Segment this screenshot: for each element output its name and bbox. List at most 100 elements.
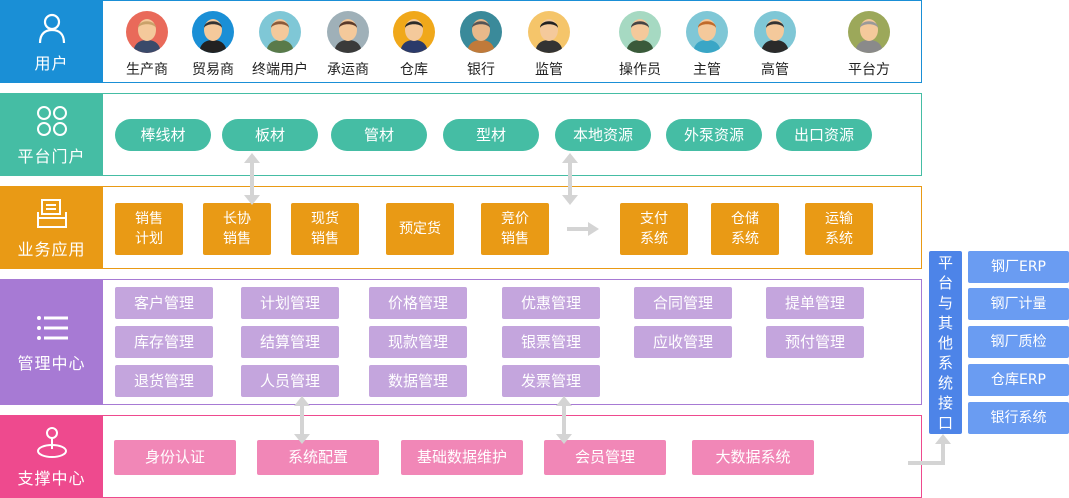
management-item[interactable]: 预付管理 (766, 326, 864, 358)
user-name: 操作员 (619, 62, 661, 78)
business-item[interactable]: 运输系统 (805, 203, 873, 255)
management-item[interactable]: 客户管理 (115, 287, 213, 319)
user-7[interactable]: 操作员 (602, 11, 678, 79)
user-10[interactable]: 平台方 (831, 11, 907, 79)
user-name: 仓库 (400, 62, 428, 78)
management-item[interactable]: 合同管理 (634, 287, 732, 319)
management-item[interactable]: 退货管理 (115, 365, 213, 397)
interface-item[interactable]: 钢厂ERP (968, 251, 1069, 283)
user-name: 高管 (761, 62, 789, 78)
interface-item[interactable]: 仓库ERP (968, 364, 1069, 396)
user-name: 承运商 (327, 62, 369, 78)
management-item[interactable]: 应收管理 (634, 326, 732, 358)
person-icon (266, 19, 294, 53)
list-icon (36, 316, 68, 340)
business-item-line: 仓储 (731, 211, 759, 227)
users-row-label: 用户 (0, 1, 103, 82)
support-item[interactable]: 系统配置 (257, 440, 379, 475)
management-item[interactable]: 计划管理 (241, 287, 339, 319)
person-icon (199, 19, 227, 53)
grid-icon (36, 105, 67, 136)
support-item[interactable]: 大数据系统 (692, 440, 814, 475)
support-row-label: 支撑中心 (0, 416, 103, 497)
interface-item[interactable]: 钢厂计量 (968, 288, 1069, 320)
user-6[interactable]: 监管 (511, 11, 587, 79)
users-label: 用户 (34, 53, 69, 73)
management-item[interactable]: 结算管理 (241, 326, 339, 358)
business-item[interactable]: 支付系统 (620, 203, 688, 255)
double-arrow (556, 396, 572, 444)
user-4[interactable]: 仓库 (376, 11, 452, 79)
user-name: 平台方 (848, 62, 890, 78)
management-item[interactable]: 库存管理 (115, 326, 213, 358)
interface-item[interactable]: 银行系统 (968, 402, 1069, 434)
user-icon (38, 13, 65, 43)
user-8[interactable]: 主管 (669, 11, 745, 79)
management-item[interactable]: 发票管理 (502, 365, 600, 397)
user-name: 监管 (535, 62, 563, 78)
management-label: 管理中心 (17, 354, 86, 373)
management-item[interactable]: 现款管理 (369, 326, 467, 358)
business-item[interactable]: 长协销售 (203, 203, 271, 255)
support-label: 支撑中心 (17, 468, 86, 488)
interface-item[interactable]: 钢厂质检 (968, 326, 1069, 358)
management-item[interactable]: 价格管理 (369, 287, 467, 319)
management-item[interactable]: 数据管理 (369, 365, 467, 397)
portal-row-label: 平台门户 (0, 94, 103, 175)
business-item-line: 长协 (223, 211, 251, 227)
user-name: 主管 (693, 62, 721, 78)
portal-item[interactable]: 出口资源 (776, 119, 872, 151)
portal-row: 平台门户 棒线材 板材 管材 型材 本地资源 外泵资源 出口资源 (0, 93, 922, 176)
management-item[interactable]: 提单管理 (766, 287, 864, 319)
support-item[interactable]: 身份认证 (114, 440, 236, 475)
person-icon (855, 19, 883, 53)
user-3[interactable]: 承运商 (310, 11, 386, 79)
portal-item[interactable]: 板材 (222, 119, 318, 151)
user-name: 银行 (467, 62, 495, 78)
portal-item[interactable]: 本地资源 (555, 119, 651, 151)
business-item[interactable]: 仓储系统 (711, 203, 779, 255)
avatar (327, 11, 369, 53)
business-item-line: 销售 (501, 231, 529, 247)
person-icon (400, 19, 428, 53)
avatar (754, 11, 796, 53)
person-icon (535, 19, 563, 53)
portal-item[interactable]: 型材 (443, 119, 539, 151)
portal-item[interactable]: 外泵资源 (666, 119, 762, 151)
avatar (126, 11, 168, 53)
portal-item[interactable]: 棒线材 (115, 119, 211, 151)
business-item-line: 竞价 (501, 211, 529, 227)
management-item[interactable]: 人员管理 (241, 365, 339, 397)
portal-label: 平台门户 (17, 146, 86, 166)
avatar (393, 11, 435, 53)
user-name: 终端用户 (252, 62, 308, 78)
corner-arrow (908, 434, 951, 465)
business-item[interactable]: 销售计划 (115, 203, 183, 255)
person-icon (693, 19, 721, 53)
business-item[interactable]: 现货销售 (291, 203, 359, 255)
support-item[interactable]: 会员管理 (544, 440, 666, 475)
avatar (619, 11, 661, 53)
support-row: 支撑中心 身份认证 系统配置 基础数据维护 会员管理 大数据系统 (0, 415, 922, 498)
person-icon (761, 19, 789, 53)
user-0[interactable]: 生产商 (109, 11, 185, 79)
business-item-line: 销售 (135, 211, 163, 227)
user-5[interactable]: 银行 (443, 11, 519, 79)
document-icon (36, 198, 67, 228)
management-item[interactable]: 银票管理 (502, 326, 600, 358)
business-item[interactable]: 竞价销售 (481, 203, 549, 255)
management-row-label: 管理中心 (0, 280, 103, 404)
business-item[interactable]: 预定货 (386, 203, 454, 255)
portal-item[interactable]: 管材 (331, 119, 427, 151)
user-9[interactable]: 高管 (737, 11, 813, 79)
management-row: 管理中心 客户管理 计划管理 价格管理 优惠管理 合同管理 提单管理 库存管理 … (0, 279, 922, 405)
user-1[interactable]: 贸易商 (175, 11, 251, 79)
management-item[interactable]: 优惠管理 (502, 287, 600, 319)
person-icon (467, 19, 495, 53)
business-item-line: 运输 (825, 211, 853, 227)
avatar (259, 11, 301, 53)
person-icon (133, 19, 161, 53)
avatar (528, 11, 570, 53)
user-2[interactable]: 终端用户 (242, 11, 318, 79)
support-item[interactable]: 基础数据维护 (401, 440, 523, 475)
